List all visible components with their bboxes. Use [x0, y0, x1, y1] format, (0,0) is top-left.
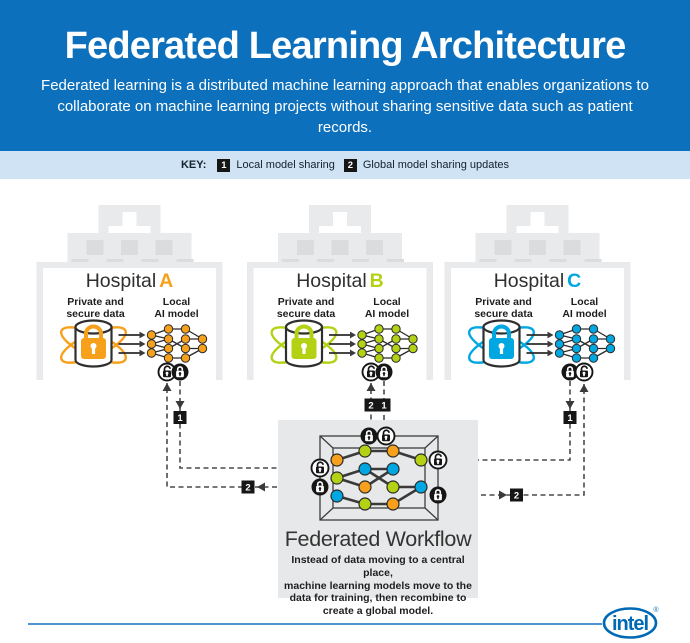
lock-closed-icon — [310, 477, 330, 497]
hospital-b-data-label: Private and secure data — [276, 296, 336, 320]
connector-c-global-updates — [447, 384, 585, 496]
key-item-label: Global model sharing updates — [362, 159, 510, 171]
hospital-a-model-label: Local AI model — [154, 296, 199, 320]
connector-a-global-updates — [166, 383, 311, 488]
hospital-a-data-label: Private and secure data — [66, 296, 125, 320]
workflow-panel — [278, 420, 478, 598]
page-title: Federated Learning Architecture — [64, 25, 627, 67]
hospital-c-data-label: Private and secure data — [474, 296, 533, 320]
step-badge-1: 1 — [563, 411, 577, 424]
intel-wordmark: intel — [612, 613, 649, 635]
lock-closed-icon — [428, 485, 448, 505]
lock-open-icon — [376, 426, 396, 446]
lock-closed-icon — [374, 362, 394, 382]
workflow-description-line: create a global model. — [322, 605, 434, 618]
hospital-a-letter: A — [159, 270, 174, 292]
step-badge-2: 2 — [510, 488, 523, 502]
key-item-local-sharing: 1 Local model sharing — [217, 158, 335, 172]
lock-closed-icon — [359, 426, 379, 446]
step-badge-1: 1 — [377, 398, 391, 412]
hospital-c-model-label: Local AI model — [562, 296, 607, 320]
step-badge-2: 2 — [241, 480, 255, 494]
lock-closed-icon — [170, 362, 190, 382]
hospital-b-letter: B — [369, 270, 384, 292]
svg-text:2: 2 — [245, 482, 250, 493]
workflow-description: Instead of data moving to a central plac… — [278, 554, 478, 618]
lock-open-icon — [310, 458, 330, 478]
svg-text:2: 2 — [514, 490, 519, 501]
hospital-b-model-label: Local AI model — [364, 296, 410, 320]
workflow-title: Federated Workflow — [284, 527, 472, 551]
connector-a-local-sharing — [179, 381, 310, 469]
svg-text:1: 1 — [567, 413, 573, 424]
key-item-global-updates: 2 Global model sharing updates — [343, 158, 510, 172]
svg-text:1: 1 — [177, 413, 183, 424]
lock-open-icon — [574, 362, 594, 382]
hospital-c-letter: C — [567, 270, 582, 292]
footer-rule — [28, 623, 602, 625]
workflow-description-line: Instead of data moving to a central plac… — [291, 554, 465, 579]
step-badge-1: 1 — [173, 411, 187, 424]
header: Federated Learning Architecture Federate… — [0, 0, 690, 151]
step-badge-2: 2 — [364, 398, 378, 412]
key-bar: KEY: 1 Local model sharing 2 Global mode… — [0, 151, 690, 179]
intel-logo: intel ® — [602, 606, 659, 639]
workflow-description-line: machine learning models move to the — [284, 579, 472, 592]
key-label: KEY: — [180, 159, 207, 171]
workflow-description-line: data for training, then recombine to — [289, 592, 467, 605]
key-badge-1: 1 — [217, 158, 231, 172]
lock-open-icon — [428, 450, 448, 470]
svg-text:1: 1 — [381, 400, 387, 411]
key-badge-2: 2 — [343, 158, 357, 172]
key-item-label: Local model sharing — [236, 159, 335, 171]
global-model-network-icon — [330, 444, 428, 511]
page-subtitle: Federated learning is a distributed mach… — [41, 77, 649, 136]
registered-mark: ® — [653, 606, 659, 614]
svg-text:2: 2 — [368, 400, 373, 411]
